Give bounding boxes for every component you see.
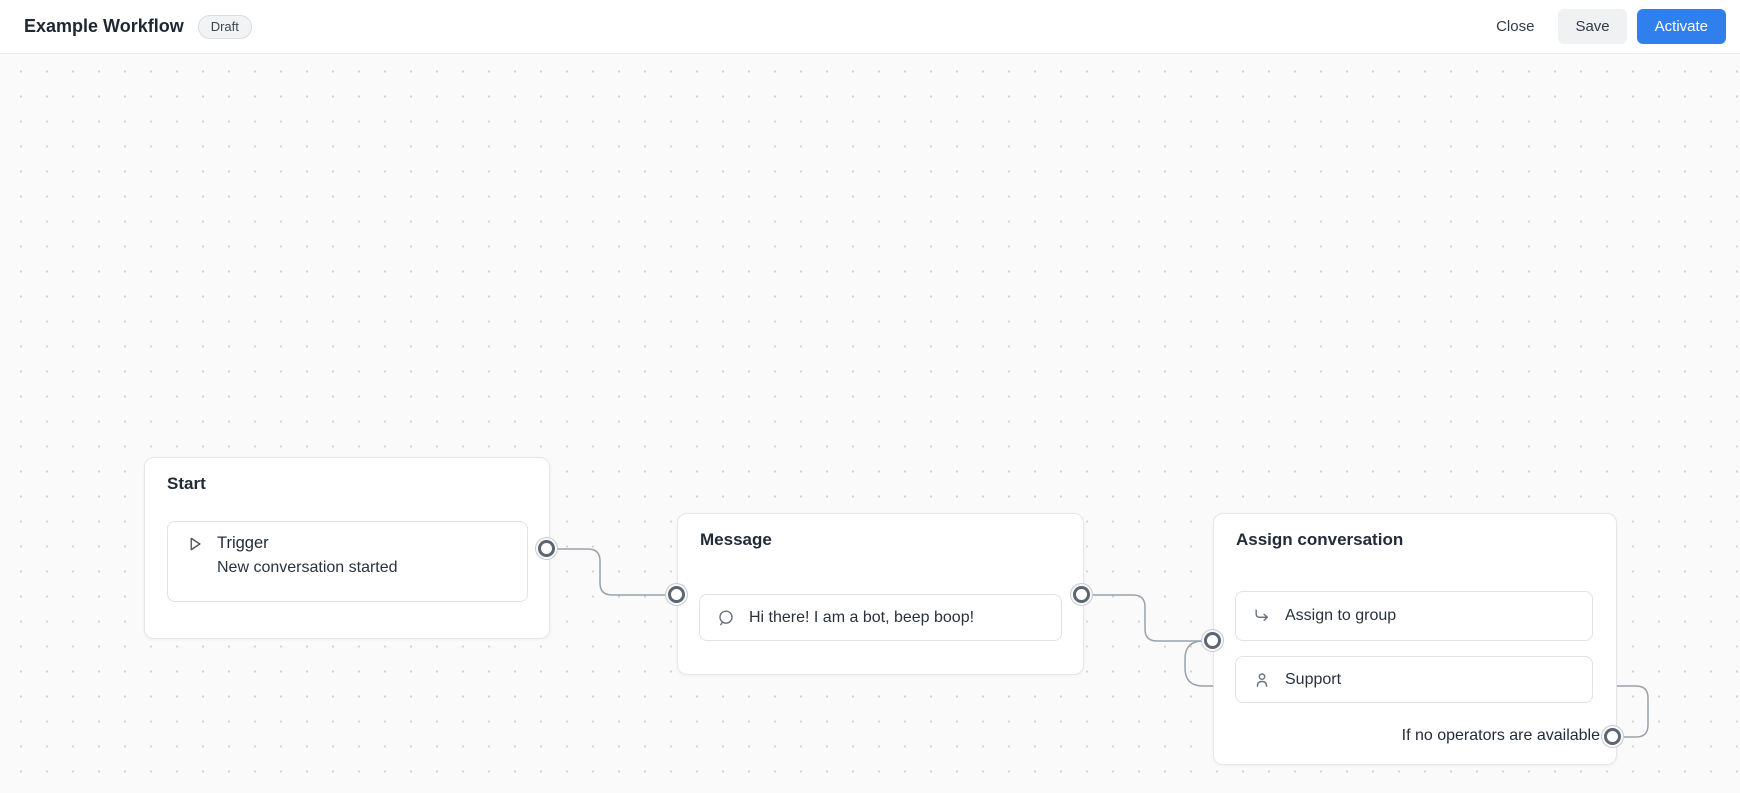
trigger-label: Trigger: [217, 534, 269, 552]
trigger-card[interactable]: Trigger New conversation started: [167, 521, 528, 602]
save-button[interactable]: Save: [1558, 9, 1627, 44]
header-actions: Close Save Activate: [1482, 9, 1726, 44]
node-start-title: Start: [167, 474, 206, 493]
workflow-title: Example Workflow: [24, 16, 184, 36]
node-assign-conversation[interactable]: Assign conversation Assign to group Supp…: [1213, 513, 1617, 765]
port-handle-start-output[interactable]: [538, 540, 555, 557]
edge-start-to-message[interactable]: [547, 548, 677, 596]
assign-to-group-label: Assign to group: [1285, 607, 1397, 624]
node-message[interactable]: Message Hi there! I am a bot, beep boop!: [677, 513, 1084, 675]
assign-arrow-icon: [1252, 606, 1272, 626]
node-message-title: Message: [700, 530, 772, 549]
activate-button[interactable]: Activate: [1636, 9, 1726, 44]
top-bar: Example Workflow Draft Close Save Activa…: [0, 0, 1740, 54]
status-badge: Draft: [197, 14, 252, 39]
trigger-description: New conversation started: [217, 559, 398, 576]
node-assign-title: Assign conversation: [1236, 530, 1404, 549]
edge-message-to-assign[interactable]: [1082, 594, 1213, 642]
port-handle-fallback-output[interactable]: [1604, 728, 1621, 745]
message-text: Hi there! I am a bot, beep boop!: [749, 608, 975, 626]
fallback-label: If no operators are available: [1401, 727, 1600, 744]
close-button[interactable]: Close: [1482, 9, 1548, 44]
support-team-label: Support: [1285, 670, 1342, 688]
port-handle-assign-input[interactable]: [1204, 632, 1221, 649]
play-icon: [186, 535, 204, 553]
assign-to-group-card[interactable]: Assign to group: [1235, 591, 1593, 641]
workflow-canvas[interactable]: Start Trigger New conversation started M…: [0, 53, 1740, 793]
port-handle-message-input[interactable]: [668, 586, 685, 603]
port-handle-message-output[interactable]: [1073, 586, 1090, 603]
support-team-card[interactable]: Support: [1235, 656, 1593, 703]
message-bubble-card[interactable]: Hi there! I am a bot, beep boop!: [699, 594, 1062, 641]
node-start[interactable]: Start Trigger New conversation started: [144, 457, 550, 639]
chat-bubble-icon: [716, 608, 736, 628]
person-icon: [1252, 670, 1272, 690]
